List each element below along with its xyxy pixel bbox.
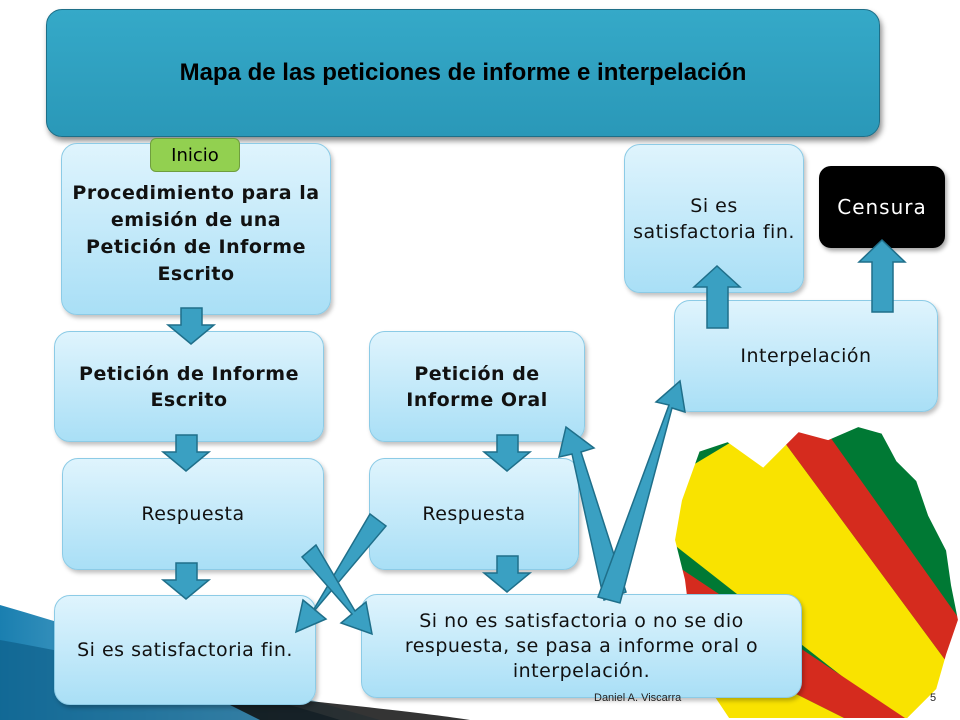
title-box: Mapa de las peticiones de informe e inte… xyxy=(46,9,880,137)
satisfactory-left-node: Si es satisfactoria fin. xyxy=(54,595,316,705)
start-tag: Inicio xyxy=(150,138,240,172)
response-left-label: Respuesta xyxy=(141,503,245,525)
not-satisfactory-label: Si no es satisfactoria o no se dio respu… xyxy=(404,609,759,682)
written-request-node: Petición de Informe Escrito xyxy=(54,331,324,442)
censure-node: Censura xyxy=(819,166,945,248)
written-request-label: Petición de Informe Escrito xyxy=(79,362,299,411)
page-number: 5 xyxy=(930,692,937,704)
response-middle-node: Respuesta xyxy=(369,458,579,570)
response-middle-label: Respuesta xyxy=(422,503,526,525)
oral-request-node: Petición de Informe Oral xyxy=(369,331,585,442)
satisfactory-left-label: Si es satisfactoria fin. xyxy=(77,639,293,661)
procedure-node-label: Procedimiento para la emisión de una Pet… xyxy=(72,182,320,285)
oral-request-label: Petición de Informe Oral xyxy=(406,362,548,411)
response-left-node: Respuesta xyxy=(62,458,324,570)
satisfactory-right-node: Si es satisfactoria fin. xyxy=(624,144,804,293)
footer-author: Daniel A. Viscarra xyxy=(594,692,682,704)
slide-title: Mapa de las peticiones de informe e inte… xyxy=(179,59,747,86)
interpellation-node: Interpelación xyxy=(674,300,938,412)
satisfactory-right-label: Si es satisfactoria fin. xyxy=(633,194,795,243)
interpellation-label: Interpelación xyxy=(740,345,872,367)
not-satisfactory-node: Si no es satisfactoria o no se dio respu… xyxy=(361,594,802,698)
